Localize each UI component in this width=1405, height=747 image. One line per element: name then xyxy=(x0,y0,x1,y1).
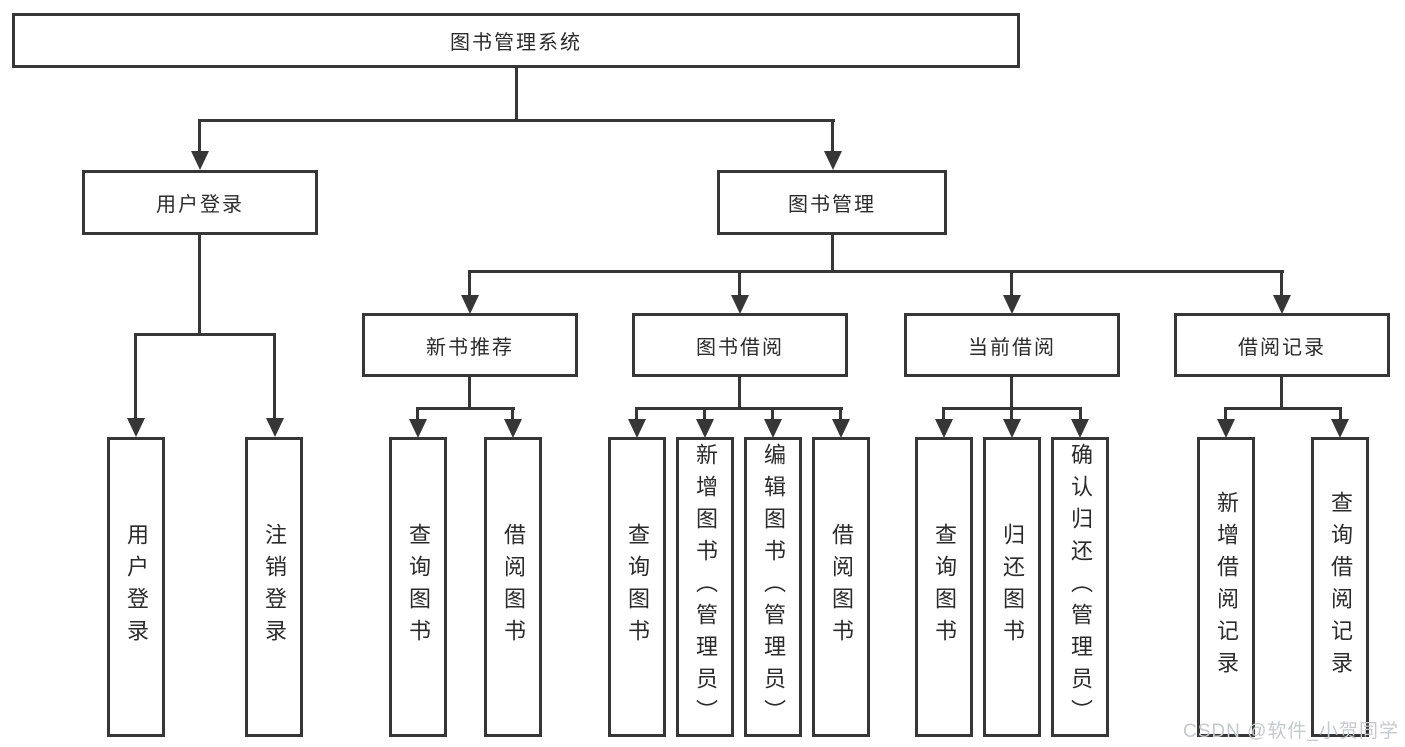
connector-leg-new-book xyxy=(468,270,471,297)
leaf-query-books-recommend: 查询图书 xyxy=(389,437,447,737)
arrowhead-down-icon xyxy=(1003,419,1021,438)
connector-leg xyxy=(942,407,945,421)
leaf-borrow-books-borrowing-label: 借阅图书 xyxy=(829,523,854,651)
leaf-query-books-borrowing-label: 查询图书 xyxy=(625,523,650,651)
connector-borrowing-records-stub xyxy=(1280,376,1283,410)
node-book-management-label: 图书管理 xyxy=(788,194,876,216)
connector-root-stub xyxy=(515,67,518,121)
arrowhead-down-icon xyxy=(764,419,782,438)
connector-leg xyxy=(1010,407,1013,421)
leaf-query-books-recommend-label: 查询图书 xyxy=(406,523,431,651)
connector-leg-user-login xyxy=(198,119,201,154)
connector-book-borrowing-hline xyxy=(635,407,843,410)
leaf-borrow-books-recommend-label: 借阅图书 xyxy=(501,523,526,651)
leaf-confirm-return-admin-label: 确认归还（管理员） xyxy=(1068,443,1093,731)
leaf-query-books-borrowing: 查询图书 xyxy=(608,437,666,737)
connector-leg xyxy=(839,407,842,421)
node-root-label: 图书管理系统 xyxy=(450,32,582,54)
node-book-borrowing: 图书借阅 xyxy=(632,313,848,377)
connector-leg-current-borrowing xyxy=(1010,270,1013,297)
arrowhead-down-icon xyxy=(409,419,427,438)
arrowhead-down-icon xyxy=(731,295,749,314)
connector-user-login-stub xyxy=(198,234,201,336)
connector-leg xyxy=(703,407,706,421)
node-borrowing-records-label: 借阅记录 xyxy=(1238,336,1326,359)
leaf-query-books-current: 查询图书 xyxy=(915,437,973,737)
arrowhead-down-icon xyxy=(191,151,209,170)
arrowhead-down-icon xyxy=(628,419,646,438)
leaf-add-borrow-record-label: 新增借阅记录 xyxy=(1214,491,1239,683)
leaf-logout-label: 注销登录 xyxy=(262,523,287,651)
connector-level1-hline xyxy=(198,119,835,122)
leaf-query-borrow-record: 查询借阅记录 xyxy=(1311,437,1369,737)
arrowhead-down-icon xyxy=(824,151,842,170)
node-new-book-recommendation: 新书推荐 xyxy=(362,313,578,377)
leaf-add-borrow-record: 新增借阅记录 xyxy=(1197,437,1255,737)
node-root: 图书管理系统 xyxy=(12,13,1020,68)
arrowhead-down-icon xyxy=(696,419,714,438)
connector-leg-book-management xyxy=(831,119,834,154)
leaf-edit-book-admin-label: 编辑图书（管理员） xyxy=(761,443,786,731)
connector-level3-hline xyxy=(468,270,1284,273)
connector-leg xyxy=(1224,407,1227,421)
leaf-return-books: 归还图书 xyxy=(983,437,1041,737)
leaf-query-books-current-label: 查询图书 xyxy=(932,523,957,651)
arrowhead-down-icon xyxy=(1273,295,1291,314)
leaf-borrow-books-recommend: 借阅图书 xyxy=(484,437,542,737)
connector-new-book-stub xyxy=(468,376,471,410)
leaf-confirm-return-admin: 确认归还（管理员） xyxy=(1051,437,1109,737)
arrowhead-down-icon xyxy=(127,418,145,437)
arrowhead-down-icon xyxy=(1003,295,1021,314)
connector-new-book-hline xyxy=(416,407,515,410)
node-book-management: 图书管理 xyxy=(717,170,947,235)
connector-book-management-stub xyxy=(831,234,834,273)
connector-leg xyxy=(511,407,514,421)
node-book-borrowing-label: 图书借阅 xyxy=(696,336,784,359)
leaf-user-login-label: 用户登录 xyxy=(124,523,149,651)
arrowhead-down-icon xyxy=(266,418,284,437)
connector-leg-leaf-user-login xyxy=(134,333,137,420)
connector-leg xyxy=(771,407,774,421)
arrowhead-down-icon xyxy=(832,419,850,438)
connector-leg xyxy=(416,407,419,421)
connector-leg xyxy=(635,407,638,421)
node-current-borrowing-label: 当前借阅 xyxy=(968,336,1056,359)
leaf-query-borrow-record-label: 查询借阅记录 xyxy=(1328,491,1353,683)
arrowhead-down-icon xyxy=(1331,419,1349,438)
leaf-user-login: 用户登录 xyxy=(107,437,165,737)
node-current-borrowing: 当前借阅 xyxy=(904,313,1120,377)
node-new-book-recommendation-label: 新书推荐 xyxy=(426,336,514,359)
arrowhead-down-icon xyxy=(461,295,479,314)
connector-leg-book-borrowing xyxy=(738,270,741,297)
node-user-login-label: 用户登录 xyxy=(156,194,244,216)
node-user-login: 用户登录 xyxy=(82,170,318,235)
connector-leg xyxy=(1079,407,1082,421)
connector-book-borrowing-stub xyxy=(738,376,741,410)
watermark: CSDN @软件_小贺同学 xyxy=(1183,721,1399,742)
connector-current-borrowing-stub xyxy=(1010,376,1013,410)
node-borrowing-records: 借阅记录 xyxy=(1174,313,1390,377)
leaf-add-book-admin: 新增图书（管理员） xyxy=(676,437,734,737)
arrowhead-down-icon xyxy=(1217,419,1235,438)
connector-borrowing-records-hline xyxy=(1224,407,1342,410)
arrowhead-down-icon xyxy=(1071,419,1089,438)
arrowhead-down-icon xyxy=(935,419,953,438)
connector-leg-leaf-logout xyxy=(273,333,276,420)
leaf-logout: 注销登录 xyxy=(245,437,303,737)
connector-leg-borrowing-records xyxy=(1280,270,1283,297)
connector-leg xyxy=(1339,407,1342,421)
leaf-borrow-books-borrowing: 借阅图书 xyxy=(812,437,870,737)
leaf-add-book-admin-label: 新增图书（管理员） xyxy=(693,443,718,731)
leaf-return-books-label: 归还图书 xyxy=(1000,523,1025,651)
arrowhead-down-icon xyxy=(504,419,522,438)
connector-user-login-hline xyxy=(134,333,276,336)
leaf-edit-book-admin: 编辑图书（管理员） xyxy=(744,437,802,737)
